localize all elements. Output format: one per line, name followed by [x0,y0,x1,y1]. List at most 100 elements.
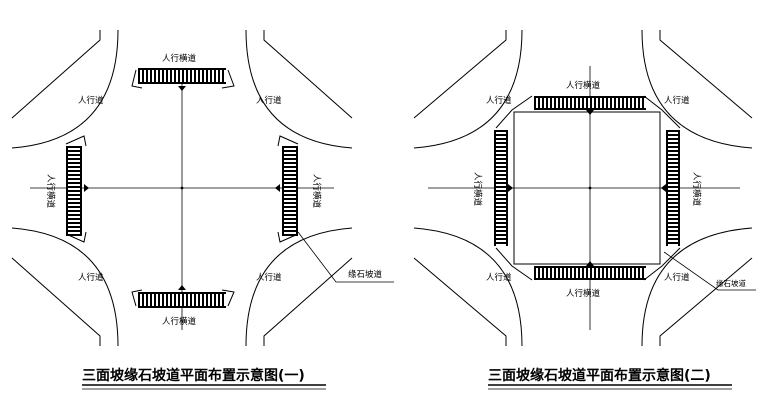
zebra-stripe [668,180,678,182]
crosswalk-bottom-2 [534,266,646,280]
zebra-stripe [68,228,80,230]
zebra-stripe [68,172,80,174]
label-crosswalk-right: 人行横道 [311,174,322,209]
curb-ramp [277,135,299,147]
zebra-stripe [172,70,174,82]
zebra-stripe [284,148,296,150]
zebra-stripe [220,70,222,82]
zebra-stripe [668,172,678,174]
zebra-stripe [496,236,506,238]
zebra-stripe [668,176,678,178]
zebra-stripe [212,70,214,82]
zebra-stripe [496,228,506,230]
zebra-stripe [576,98,578,108]
zebra-stripe [284,192,296,194]
zebra-stripe [284,228,296,230]
zebra-stripe [208,70,210,82]
zebra-stripe [628,98,630,108]
zebra-stripe [612,98,614,108]
zebra-stripe [640,268,642,278]
zebra-stripe [140,294,142,306]
zebra-stripe [540,268,542,278]
zebra-stripe [496,176,506,178]
zebra-stripe [168,70,170,82]
zebra-stripe [284,200,296,202]
zebra-stripe [68,148,80,150]
curb-ramp [277,231,299,243]
zebra-stripe [284,172,296,174]
zebra-stripe [144,294,146,306]
zebra-stripe [68,232,80,234]
zebra-stripe [596,268,598,278]
zebra-stripe [668,164,678,166]
zebra-stripe [496,144,506,146]
curb-ramp [131,69,143,89]
curb-arc-ne [245,29,353,149]
zebra-stripe [172,294,174,306]
zebra-stripe [496,200,506,202]
zebra-stripe [496,164,506,166]
road-edge [11,30,101,119]
zebra-stripe [68,208,80,210]
zebra-stripe [592,98,594,108]
zebra-stripe [632,98,634,108]
zebra-stripe [624,268,626,278]
zebra-stripe [168,294,170,306]
center-mark [180,186,184,190]
zebra-stripe [68,176,80,178]
road-edge [659,257,753,346]
zebra-stripe [68,164,80,166]
zebra-stripe [284,220,296,222]
zebra-stripe [496,244,506,246]
zebra-stripe [552,268,554,278]
zebra-stripe [164,294,166,306]
label-crosswalk-right: 人行横道 [691,172,702,207]
road-edge [413,257,507,346]
zebra-stripe [68,200,80,202]
zebra-stripe [284,196,296,198]
zebra-stripe [668,236,678,238]
zebra-stripe [180,294,182,306]
zebra-stripe [68,192,80,194]
zebra-stripe [188,294,190,306]
zebra-stripe [200,70,202,82]
zebra-stripe [224,70,226,82]
zebra-stripe [496,172,506,174]
zebra-stripe [668,168,678,170]
zebra-stripe [68,224,80,226]
zebra-stripe [668,200,678,202]
zebra-stripe [496,184,506,186]
zebra-stripe [224,294,226,306]
zebra-stripe [556,98,558,108]
zebra-stripe [496,156,506,158]
zebra-stripe [572,98,574,108]
label-crosswalk-left: 人行横道 [45,174,56,209]
zebra-stripe [568,268,570,278]
zebra-stripe [564,268,566,278]
curb-ramp [221,289,235,307]
zebra-stripe [68,156,80,158]
zebra-stripe [668,204,678,206]
zebra-stripe [496,160,506,162]
zebra-stripe [156,294,158,306]
curb-ramp [131,289,143,307]
road-edge [413,30,507,119]
zebra-stripe [548,268,550,278]
label-crosswalk-left: 人行横道 [472,172,483,207]
zebra-stripe [580,268,582,278]
zebra-stripe [604,268,606,278]
zebra-stripe [496,232,506,234]
zebra-stripe [496,152,506,154]
zebra-stripe [208,294,210,306]
zebra-stripe [568,98,570,108]
zebra-stripe [192,294,194,306]
zebra-stripe [496,136,506,138]
zebra-stripe [668,244,678,246]
zebra-stripe [192,70,194,82]
zebra-stripe [576,268,578,278]
zebra-stripe [68,180,80,182]
zebra-stripe [496,216,506,218]
zebra-stripe [564,98,566,108]
zebra-stripe [668,228,678,230]
zebra-stripe [148,294,150,306]
